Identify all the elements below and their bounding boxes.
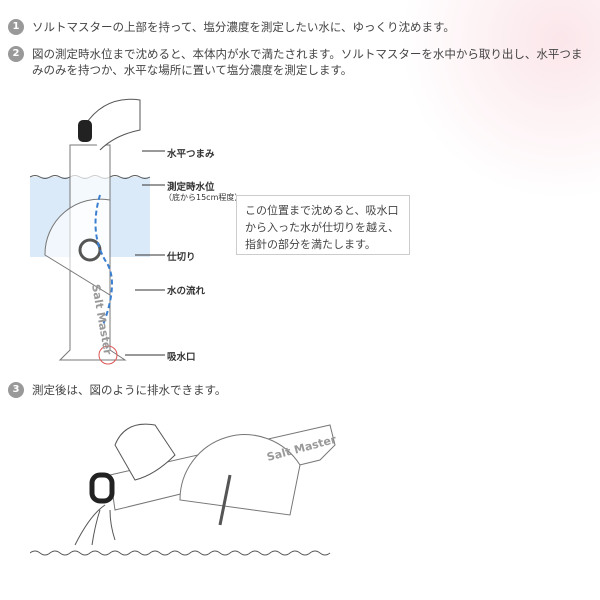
salt-master-immersion-illustration: Salt Master — [30, 98, 165, 365]
explanation-note: この位置まで沈めると、吸水口から入った水が仕切りを越え、指針の部分を満たします。 — [236, 195, 410, 255]
step-number: 1 — [8, 19, 24, 35]
label-water-level: 測定時水位 — [167, 182, 215, 193]
step-number: 3 — [8, 382, 24, 398]
label-partition: 仕切り — [167, 252, 196, 263]
step-text: 測定後は、図のように排水できます。 — [32, 383, 227, 397]
step-3: 3 測定後は、図のように排水できます。 — [8, 382, 588, 398]
label-knob: 水平つまみ — [167, 149, 215, 160]
label-flow: 水の流れ — [167, 286, 206, 297]
label-water-level-note: （底から15cm程度） — [164, 193, 243, 202]
step-text: 図の測定時水位まで沈めると、本体内が水で満たされます。ソルトマスターを水中から取… — [32, 47, 583, 77]
step-text: ソルトマスターの上部を持って、塩分濃度を測定したい水に、ゆっくり沈めます。 — [32, 20, 455, 34]
drain-illustration: Salt Master — [30, 423, 338, 556]
step-1: 1 ソルトマスターの上部を持って、塩分濃度を測定したい水に、ゆっくり沈めます。 — [8, 19, 588, 35]
cherry-blossom-background — [400, 0, 600, 200]
step-number: 2 — [8, 46, 24, 62]
label-intake: 吸水口 — [167, 352, 196, 363]
step-2: 2 図の測定時水位まで沈めると、本体内が水で満たされます。ソルトマスターを水中から… — [8, 46, 592, 78]
